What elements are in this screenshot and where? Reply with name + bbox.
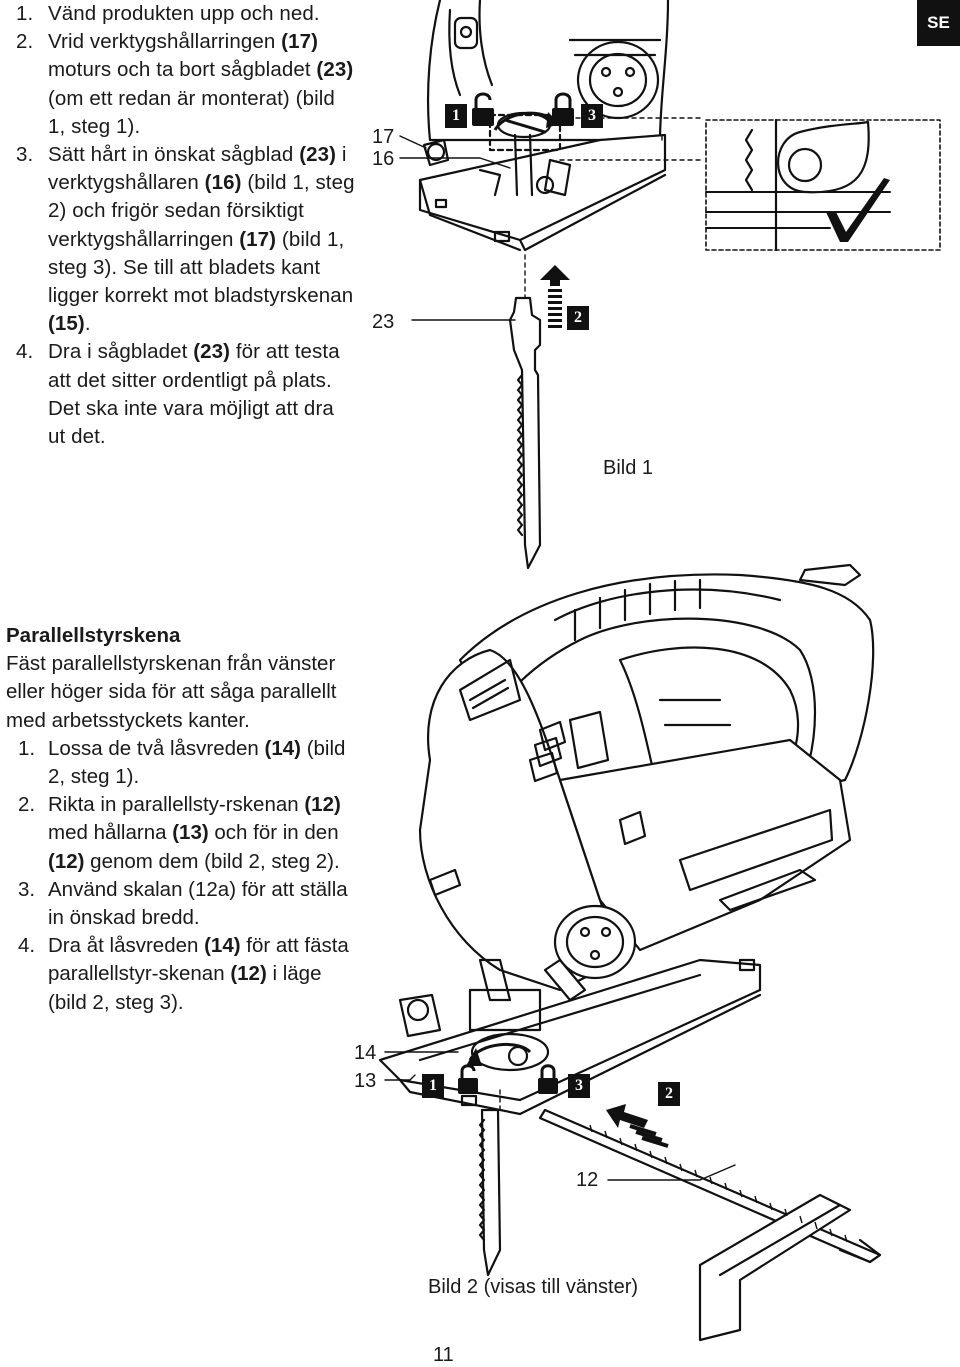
label-23: 23	[372, 311, 395, 333]
list-item: 3. Sätt hårt in önskat sågblad (23) i ver…	[16, 141, 356, 338]
slide-arrow-icon	[606, 1104, 669, 1148]
list-item-number: 1.	[16, 2, 34, 25]
part-reference: (13)	[172, 821, 209, 845]
part-reference: (12)	[304, 793, 341, 817]
insert-arrow-icon	[540, 265, 570, 328]
list-item-text: Vänd produkten upp och ned.	[48, 2, 320, 25]
figure-1-caption: Bild 1	[603, 457, 654, 479]
label-17: 17	[372, 126, 395, 148]
step-badge-3: 3	[581, 104, 603, 128]
checkmark-icon	[826, 178, 890, 242]
step-badge-1: 1	[422, 1074, 444, 1098]
part-reference: (17)	[239, 227, 277, 251]
list-item-text: (bild 1, steg 2) och frigör sedan försik…	[48, 171, 355, 251]
list-item-number: 2.	[18, 793, 36, 817]
part-reference: (17)	[281, 30, 318, 54]
label-16: 16	[372, 148, 395, 170]
list-item-text: Dra åt låsvreden	[48, 934, 205, 958]
list-item: 2. Rikta in parallellsty-rskenan (12) med…	[6, 791, 356, 876]
step-badge-2: 2	[567, 306, 589, 330]
part-reference: (14)	[264, 736, 301, 760]
part-reference: (23)	[193, 340, 231, 364]
list-item: 1. Lossa de två låsvreden (14) (bild 2, s…	[6, 735, 356, 791]
list-item: 2. Vrid verktygshållarringen (17) moturs …	[16, 28, 356, 141]
list-item: 4. Dra åt låsvreden (14) för att fästa pa…	[6, 932, 356, 1017]
list-item-text: Använd skalan (12a) för att ställa in ön…	[48, 877, 348, 930]
section-intro: Fäst parallellstyrskenan från vänster el…	[6, 652, 337, 732]
lock-open-icon	[458, 1064, 478, 1094]
step-badge-2: 2	[658, 1082, 680, 1106]
list-item-text: och för in den	[208, 821, 339, 845]
list-item-text: för att fästa parallellstyr-skenan	[48, 934, 349, 986]
part-reference: (14)	[204, 934, 241, 958]
list-item-text: (bild 1, steg 3). Se till att bladets ka…	[48, 227, 354, 308]
part-reference: (12)	[230, 962, 267, 986]
list-item-number: 3.	[16, 143, 34, 167]
list-item-text: .	[84, 312, 91, 336]
label-12: 12	[576, 1169, 599, 1191]
label-13: 13	[354, 1070, 377, 1092]
list-item-text: i verktygshållaren	[48, 143, 347, 195]
list-item: 1. Vänd produkten upp och ned.	[16, 0, 356, 28]
list-item-number: 1.	[18, 736, 36, 760]
list-item-text: genom dem (bild 2, steg 2).	[84, 849, 340, 873]
lock-open-icon	[472, 92, 494, 126]
part-reference: (15)	[48, 312, 85, 336]
list-item-text: för att testa att det sitter ordentligt …	[48, 340, 340, 449]
lock-closed-icon	[552, 92, 574, 126]
section-steps: 1. Lossa de två låsvreden (14) (bild 2, s…	[6, 735, 356, 1017]
list-item-text: i läge (bild 2, steg 3).	[48, 962, 322, 1014]
list-item-number: 3.	[18, 877, 36, 901]
list-item-text: Rikta in parallellsty-rskenan	[48, 793, 305, 817]
page-number: 11	[433, 1344, 454, 1366]
step-badge-3: 3	[568, 1074, 590, 1098]
list-item-text: med hållarna	[48, 821, 173, 845]
list-item: 3. Använd skalan (12a) för att ställa in …	[6, 876, 356, 932]
parallel-guide-section: Parallellstyrskena Fäst parallellstyrske…	[6, 622, 356, 1017]
list-item-text: (om ett redan är monterat) (bild 1, steg…	[48, 86, 335, 138]
list-item-text: Dra i sågbladet	[48, 340, 194, 364]
list-item-text: Vrid verktygshållarringen	[48, 30, 282, 54]
lock-closed-icon	[538, 1064, 558, 1094]
instruction-list: 1. Vänd produkten upp och ned. 2. Vrid verk…	[16, 0, 356, 451]
part-reference: (23)	[316, 58, 354, 82]
list-item-text: (bild 2, steg 1).	[48, 736, 346, 789]
language-badge: SE	[917, 0, 960, 46]
list-item-number: 2.	[16, 30, 34, 54]
part-reference: (16)	[204, 171, 242, 195]
list-item-text: Sätt hårt in önskat sågblad	[48, 143, 300, 167]
list-item-text: Lossa de två låsvreden	[48, 736, 265, 760]
section-title: Parallellstyrskena	[6, 624, 181, 647]
list-item-text: moturs och ta bort sågbladet	[48, 58, 317, 82]
part-reference: (12)	[48, 849, 85, 873]
part-reference: (23)	[299, 143, 337, 167]
list-item: 4. Dra i sågbladet (23) för att testa att…	[16, 338, 356, 451]
list-item-number: 4.	[16, 340, 34, 364]
label-14: 14	[354, 1042, 377, 1064]
step-badge-1: 1	[445, 104, 467, 128]
list-item-number: 4.	[18, 934, 36, 958]
figure-2-caption: Bild 2 (visas till vänster)	[428, 1276, 639, 1298]
